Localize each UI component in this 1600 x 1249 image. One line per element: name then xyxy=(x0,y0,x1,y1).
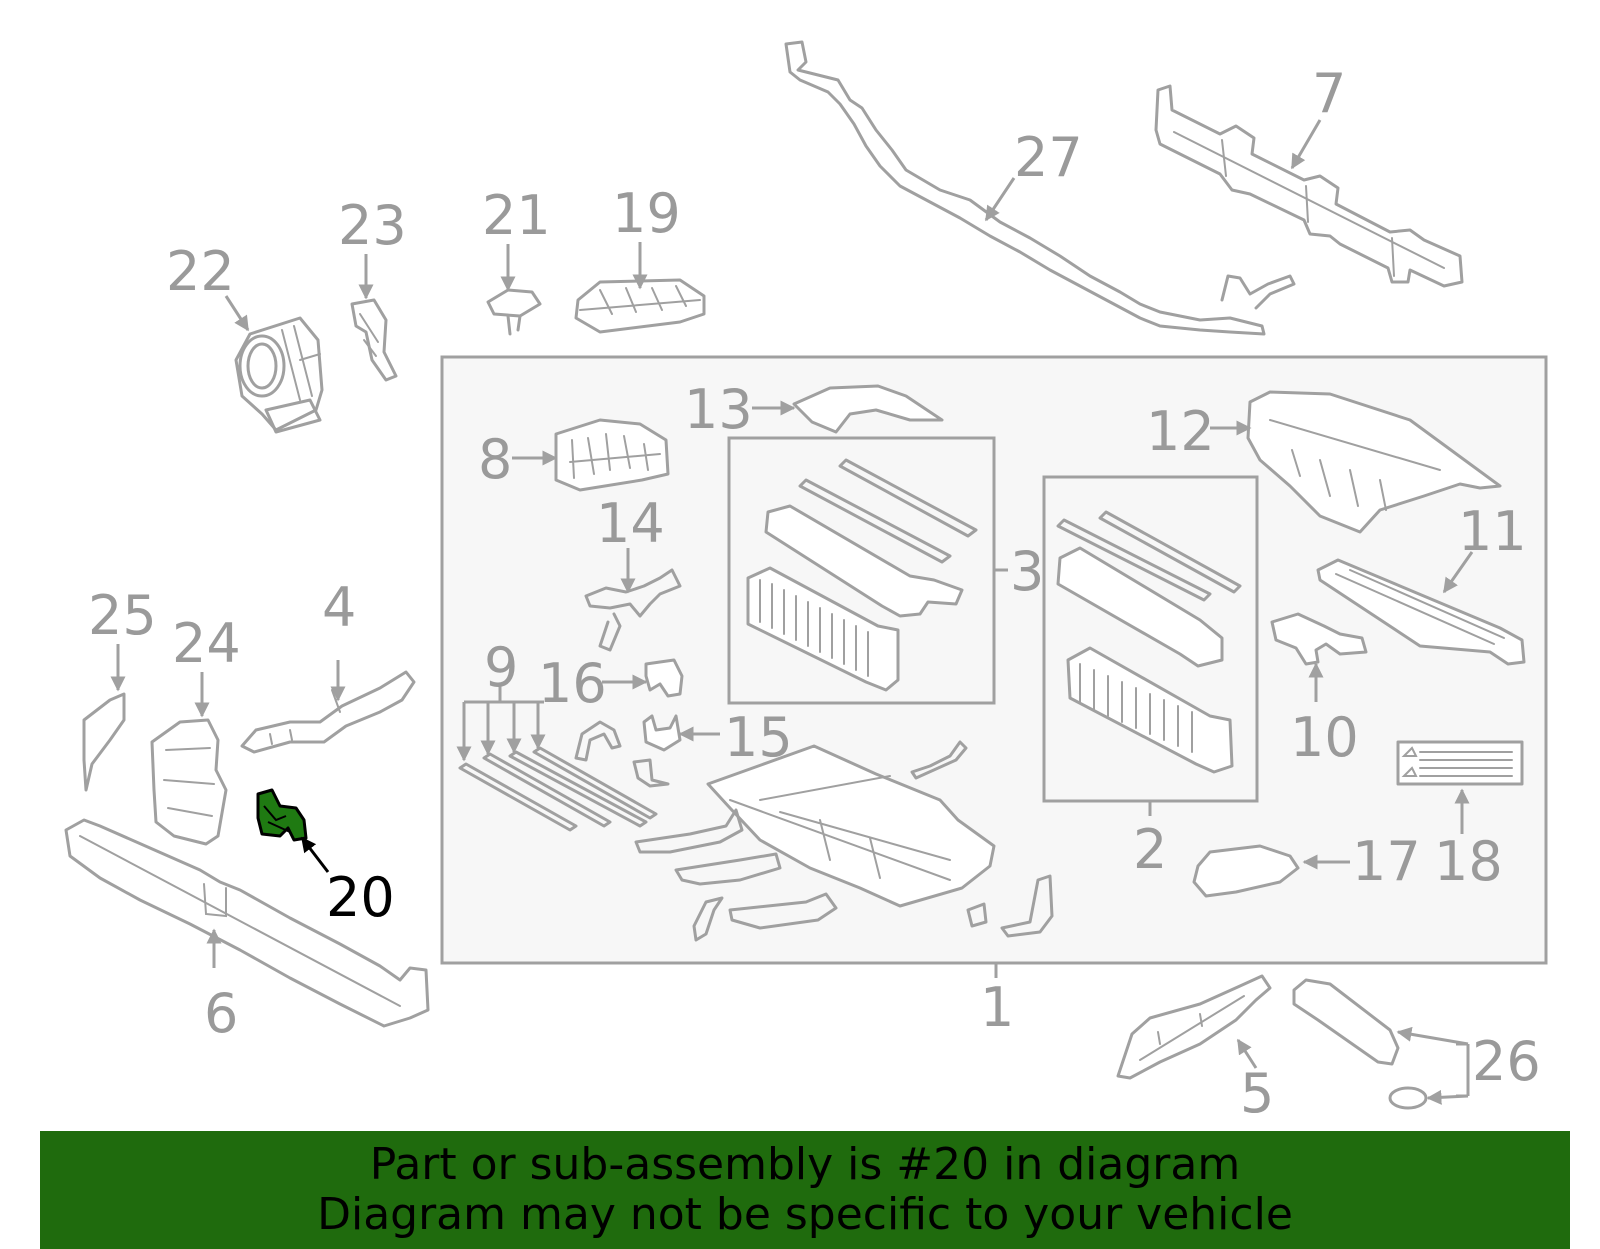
callout-labels: 1 2 3 4 5 6 7 8 9 10 11 12 13 14 15 16 1… xyxy=(88,62,1541,1125)
callout-16: 16 xyxy=(538,652,607,715)
callout-19: 19 xyxy=(612,182,681,245)
callout-4: 4 xyxy=(322,576,356,639)
callout-18: 18 xyxy=(1434,830,1503,893)
part-25-bracket xyxy=(82,692,126,792)
callout-2: 2 xyxy=(1133,818,1167,881)
part-11-duct xyxy=(1316,558,1526,666)
callout-17: 17 xyxy=(1352,830,1421,893)
part-21-clip xyxy=(486,288,542,336)
part-17-ecu xyxy=(1192,844,1300,898)
callout-25: 25 xyxy=(88,584,157,647)
callout-27: 27 xyxy=(1014,126,1083,189)
callout-13: 13 xyxy=(684,378,753,441)
callout-24: 24 xyxy=(172,612,241,675)
part-12-cover xyxy=(1246,390,1502,534)
part-clip-small xyxy=(574,720,622,762)
callout-1: 1 xyxy=(980,976,1014,1039)
callout-6: 6 xyxy=(204,982,238,1045)
part-23-bracket xyxy=(350,298,398,382)
callout-26: 26 xyxy=(1472,1030,1541,1093)
part-8-bracket xyxy=(554,418,670,492)
callout-8: 8 xyxy=(478,428,512,491)
part-7-bracket-bar xyxy=(1154,84,1464,288)
banner-line-2: Diagram may not be specific to your vehi… xyxy=(317,1189,1293,1240)
part-16-clip xyxy=(644,658,684,698)
part-10-duct xyxy=(1270,612,1368,666)
part-19-relay-block xyxy=(574,278,706,334)
part-26-duct xyxy=(1292,978,1428,1110)
part-27-wire-harness xyxy=(784,40,1296,336)
callout-11: 11 xyxy=(1458,500,1527,563)
part-13-cover xyxy=(792,384,944,434)
part-24-housing xyxy=(150,718,228,846)
callout-9: 9 xyxy=(484,636,518,699)
callout-21: 21 xyxy=(482,184,551,247)
banner-line-1: Part or sub-assembly is #20 in diagram xyxy=(369,1139,1241,1190)
part-20-highlighted xyxy=(256,788,308,842)
part-22-blower xyxy=(234,316,324,434)
part-4-bracket xyxy=(240,670,416,754)
callout-20: 20 xyxy=(326,866,395,929)
part-2-module-group xyxy=(1056,510,1242,774)
callout-12: 12 xyxy=(1146,400,1215,463)
callout-23: 23 xyxy=(338,194,407,257)
callout-7: 7 xyxy=(1312,62,1346,125)
callout-15: 15 xyxy=(724,706,793,769)
part-3-module-group xyxy=(746,458,978,692)
part-15-bracket xyxy=(632,714,682,788)
part-6-bar xyxy=(64,818,430,1028)
leader-lines xyxy=(110,119,1474,1105)
part-18-label xyxy=(1396,740,1524,786)
info-banner: Part or sub-assembly is #20 in diagram D… xyxy=(40,1131,1570,1249)
part-5-bracket xyxy=(1116,974,1272,1080)
callout-3: 3 xyxy=(1010,540,1044,603)
callout-22: 22 xyxy=(166,240,235,303)
part-1-tray xyxy=(634,740,1054,942)
callout-5: 5 xyxy=(1240,1062,1274,1125)
callout-10: 10 xyxy=(1290,706,1359,769)
callout-14: 14 xyxy=(596,492,665,555)
